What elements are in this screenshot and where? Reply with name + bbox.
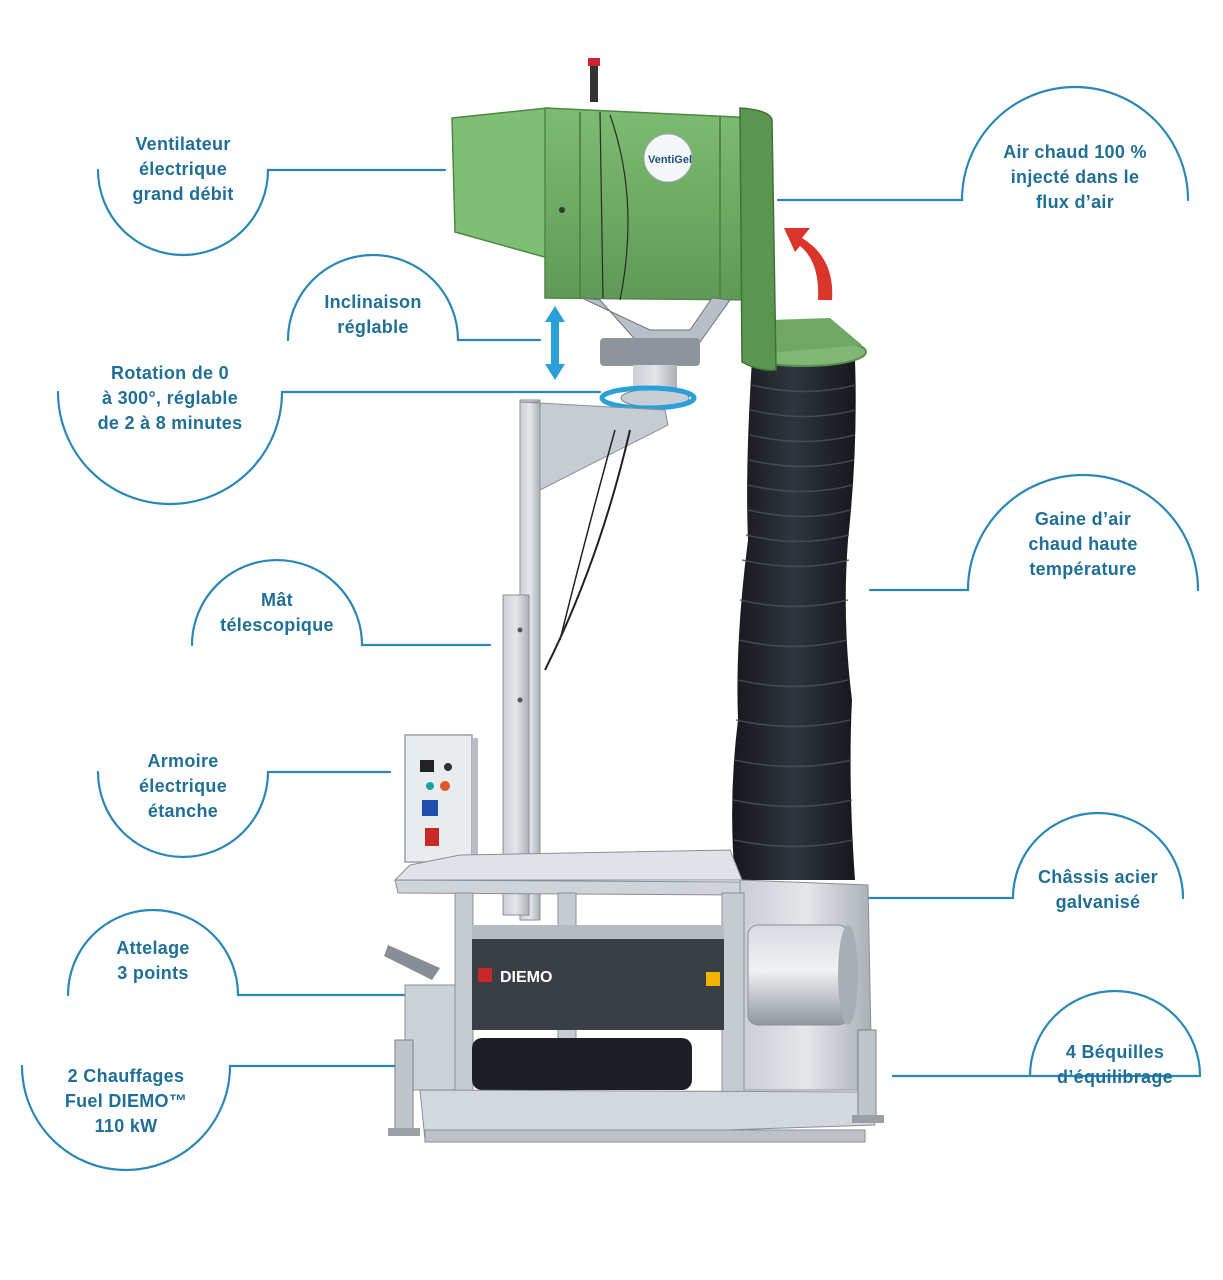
callout-chassis-connector (748, 811, 1185, 900)
diemo-logo: DIEMO (500, 969, 552, 986)
callout-duct-connector (868, 473, 1200, 592)
callout-cabinet-connector (96, 770, 392, 859)
ventigel-logo: VentiGel (648, 154, 692, 166)
callout-hot-air-connector (776, 85, 1190, 202)
fan-head: VentiGel (451, 58, 777, 408)
callout-mast-connector (190, 558, 492, 647)
electrical-cabinet (404, 734, 478, 863)
hot-air-duct (732, 318, 867, 880)
callout-rotation-connector (56, 390, 602, 506)
callout-hitch-connector (66, 908, 444, 997)
callout-heaters-connector (20, 1064, 602, 1172)
tilt-arrow-icon (545, 306, 565, 380)
telescopic-mast (502, 399, 669, 921)
callout-fan-connector (96, 168, 447, 257)
hot-air-arrow-icon (784, 228, 833, 300)
galvanized-chassis: DIEMO (384, 849, 884, 1143)
rotation-ring-icon (599, 385, 697, 411)
callout-legs-connector (891, 989, 1202, 1078)
callout-tilt-connector (286, 253, 542, 342)
